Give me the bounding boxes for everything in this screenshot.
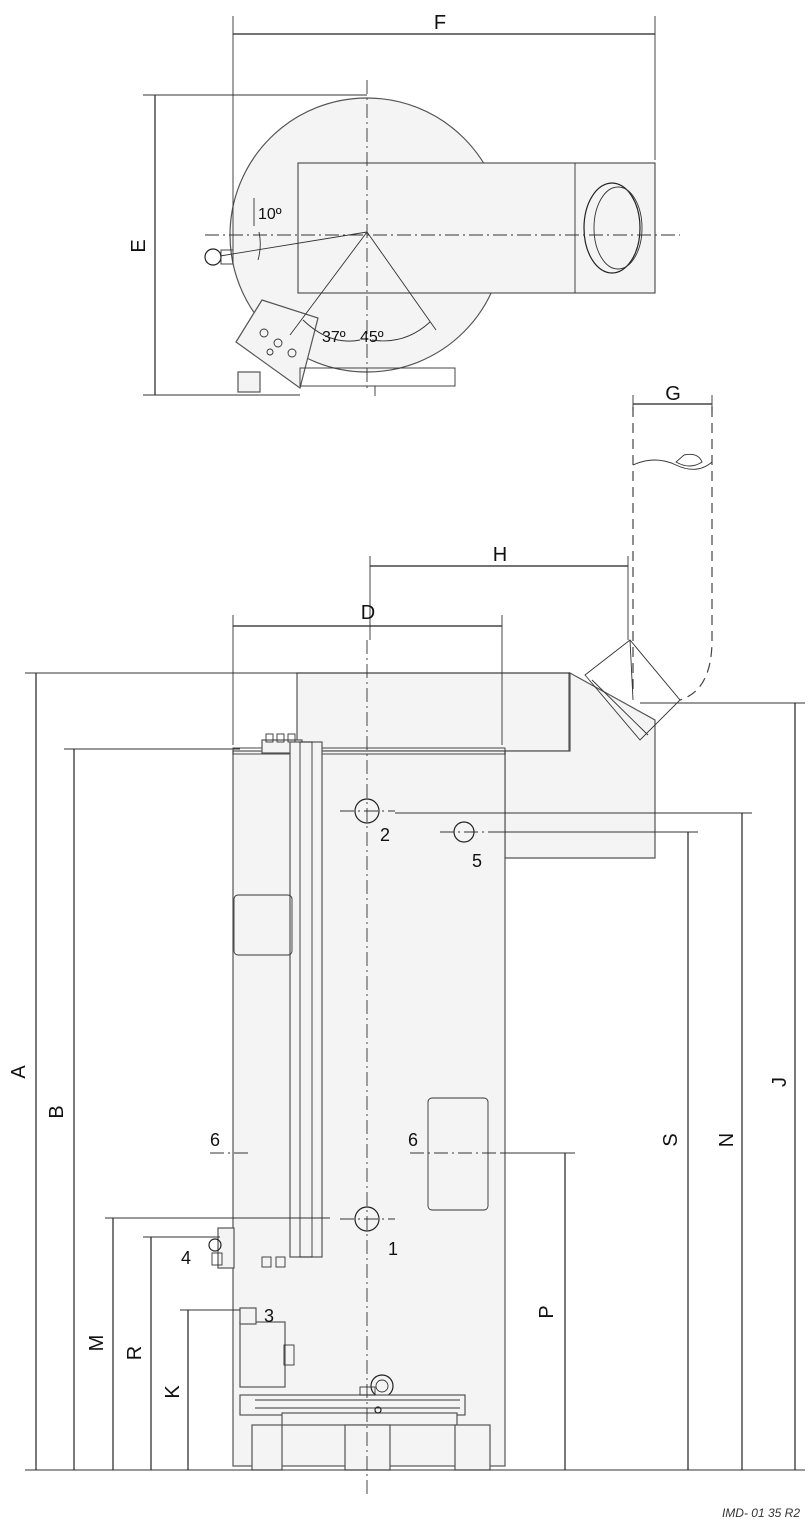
connection-label-2: 2 bbox=[380, 825, 390, 845]
gas-valve-4 bbox=[208, 1227, 235, 1269]
plan-gas-valve bbox=[204, 248, 234, 266]
label-j: J bbox=[769, 1077, 791, 1087]
connection-label-6-right: 6 bbox=[408, 1130, 418, 1150]
label-f: F bbox=[434, 12, 446, 34]
angle-45: 45º bbox=[360, 329, 384, 346]
label-b: B bbox=[46, 1105, 68, 1118]
connection-2 bbox=[354, 798, 380, 824]
drawing-reference: IMD- 01 35 R2 bbox=[722, 1506, 800, 1520]
connection-label-1: 1 bbox=[388, 1239, 398, 1259]
flue-pipe bbox=[632, 407, 713, 701]
draft-hood bbox=[296, 672, 570, 752]
elevation-view bbox=[25, 395, 805, 1495]
plan-flue-box bbox=[297, 162, 656, 294]
plan-control-box bbox=[235, 299, 319, 393]
label-e: E bbox=[128, 239, 150, 252]
label-m: M bbox=[86, 1335, 108, 1352]
burner-valve-3 bbox=[239, 1307, 295, 1388]
plan-view bbox=[143, 16, 680, 396]
label-h: H bbox=[493, 544, 507, 566]
plan-flue-outlet bbox=[583, 182, 641, 274]
label-n: N bbox=[716, 1133, 738, 1147]
label-k: K bbox=[162, 1385, 184, 1399]
connection-label-5: 5 bbox=[472, 851, 482, 871]
connection-label-6-left: 6 bbox=[210, 1130, 220, 1150]
connection-label-3: 3 bbox=[264, 1306, 274, 1326]
label-r: R bbox=[124, 1346, 146, 1360]
angle-37: 37º bbox=[322, 329, 346, 346]
right-window bbox=[427, 1097, 489, 1211]
label-p: P bbox=[536, 1305, 558, 1318]
tank-base bbox=[239, 1386, 491, 1471]
connection-label-4: 4 bbox=[181, 1248, 191, 1268]
left-window bbox=[233, 894, 293, 956]
label-s: S bbox=[660, 1133, 682, 1146]
label-d: D bbox=[361, 602, 375, 624]
control-panel bbox=[261, 733, 323, 1268]
angle-10: 10º bbox=[258, 206, 282, 223]
label-a: A bbox=[8, 1065, 30, 1079]
connection-1 bbox=[354, 1206, 380, 1232]
label-g: G bbox=[665, 383, 681, 405]
